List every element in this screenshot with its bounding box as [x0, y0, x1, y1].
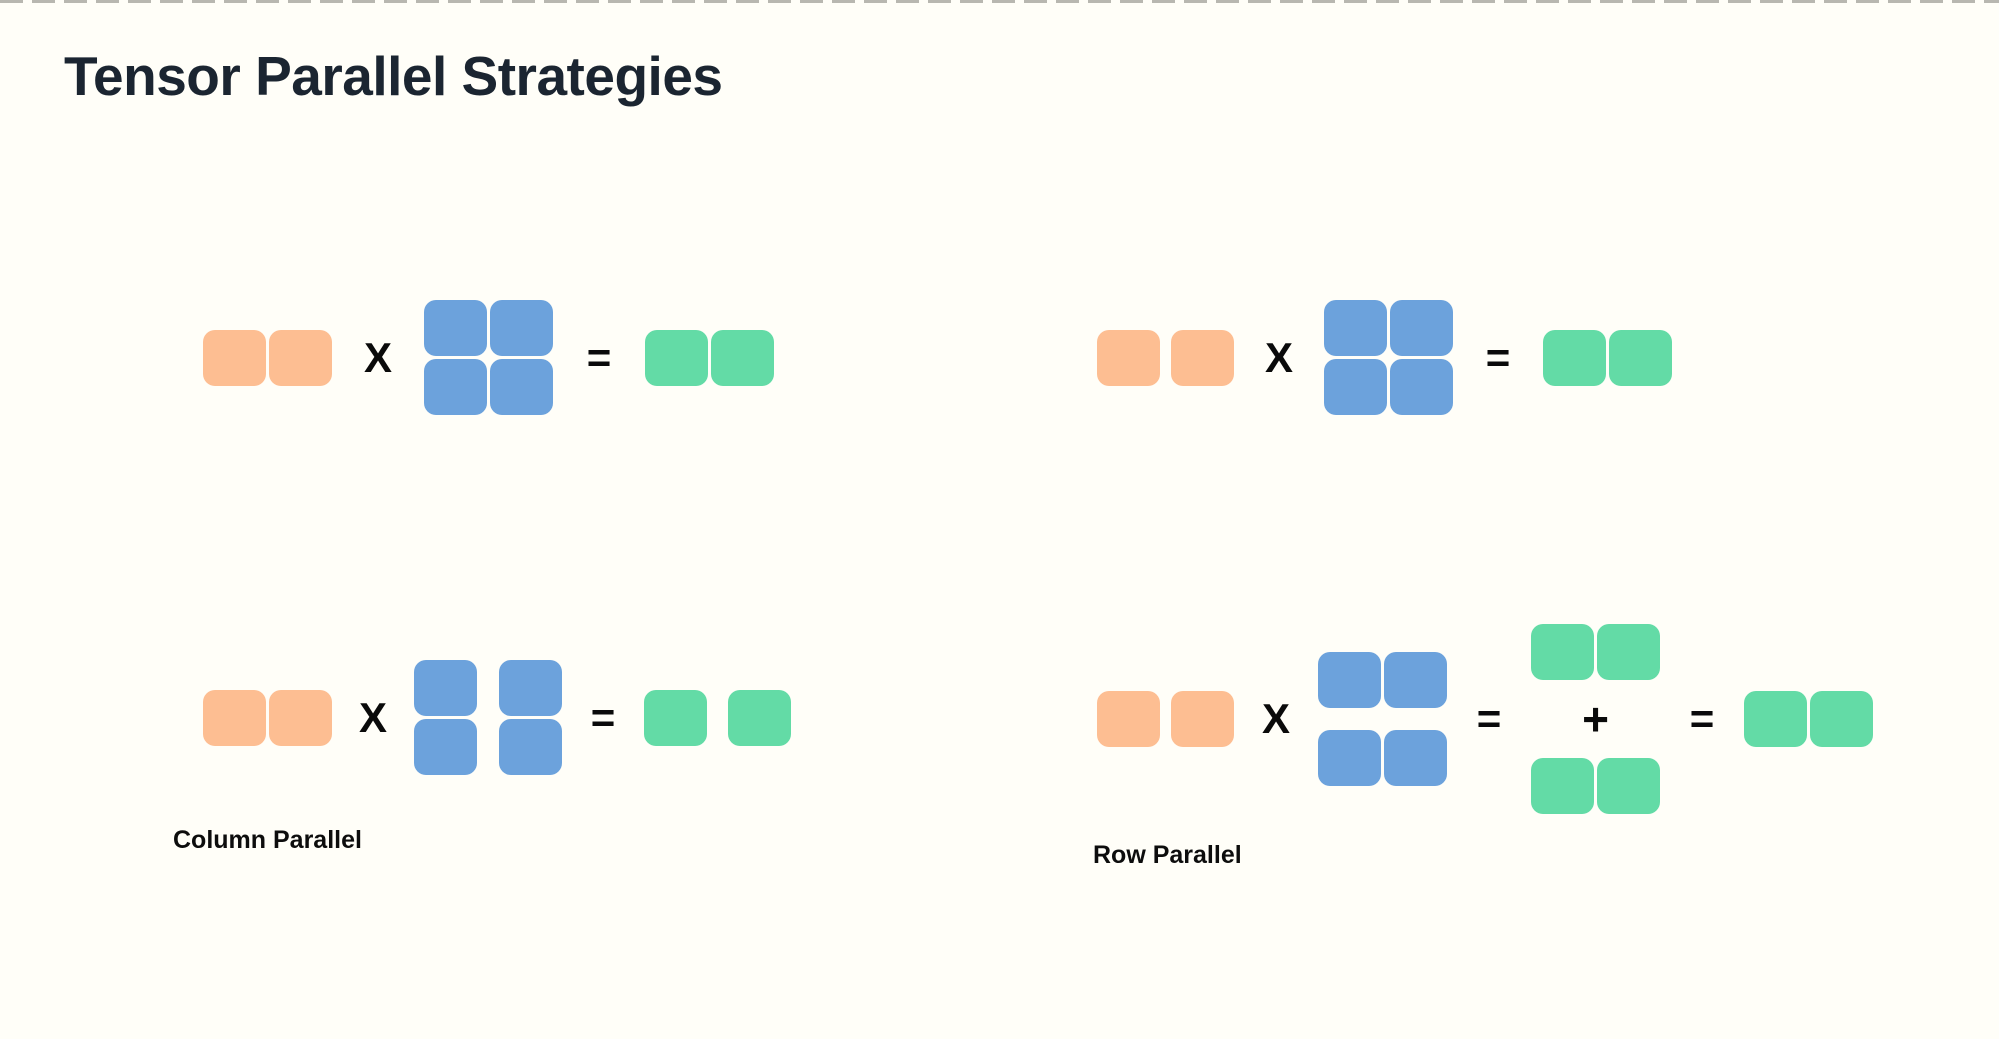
- input-block: [1097, 329, 1160, 386]
- diagram-full-matmul-right: X =: [1097, 300, 1672, 415]
- multiply-operator: X: [363, 333, 392, 381]
- weight-block: [490, 359, 553, 415]
- column-parallel-label: Column Parallel: [173, 826, 362, 854]
- input-vector: [1097, 691, 1234, 747]
- output-vector: [1744, 691, 1873, 747]
- multiply-operator: X: [358, 693, 387, 741]
- output-vector: [645, 329, 774, 386]
- input-block: [1171, 329, 1234, 386]
- partial-output-vector: [1531, 624, 1660, 680]
- equals-operator: =: [1689, 695, 1715, 742]
- weight-matrix: [424, 300, 553, 415]
- input-block: [1171, 691, 1234, 747]
- output-block: [728, 689, 791, 746]
- output-block: [1543, 329, 1606, 386]
- output-block: [645, 329, 708, 386]
- weight-block: [424, 359, 487, 415]
- input-block: [269, 329, 332, 386]
- weight-block: [499, 719, 562, 775]
- output-vector-split: [644, 689, 791, 746]
- weight-block: [490, 300, 553, 356]
- weight-block: [1384, 730, 1447, 786]
- input-block: [203, 689, 266, 746]
- equals-operator: =: [1476, 695, 1502, 742]
- output-vector: [1543, 329, 1672, 386]
- partial-output-vector: [1531, 758, 1660, 814]
- output-block: [1609, 329, 1672, 386]
- weight-block: [1324, 300, 1387, 356]
- weight-block: [1384, 652, 1447, 708]
- input-vector: [1097, 329, 1234, 386]
- weight-block: [1318, 652, 1381, 708]
- weight-block: [424, 300, 487, 356]
- weight-matrix: [1324, 300, 1453, 415]
- weight-matrix-row-split: [1318, 652, 1447, 786]
- diagram-full-matmul-left: X =: [203, 300, 774, 415]
- equals-operator: =: [1485, 333, 1511, 381]
- output-block: [1744, 691, 1807, 747]
- weight-block: [414, 719, 477, 775]
- equals-operator: =: [590, 693, 616, 741]
- plus-operator: +: [1582, 693, 1609, 745]
- partial-sum-stack: +: [1531, 624, 1660, 814]
- weight-block: [414, 660, 477, 716]
- diagram-row-parallel: X = + =: [1097, 624, 1873, 814]
- input-block: [203, 329, 266, 386]
- input-block: [269, 689, 332, 746]
- equals-operator: =: [586, 333, 612, 381]
- output-block: [1531, 758, 1594, 814]
- weight-block: [1324, 359, 1387, 415]
- input-vector: [203, 689, 332, 746]
- weight-block: [499, 660, 562, 716]
- output-block: [1810, 691, 1873, 747]
- weight-matrix-column-split: [414, 660, 562, 775]
- multiply-operator: X: [1261, 695, 1290, 742]
- diagram-column-parallel: X =: [203, 660, 791, 775]
- top-dashed-border: [0, 0, 1999, 3]
- output-block: [1597, 758, 1660, 814]
- weight-block: [1390, 300, 1453, 356]
- weight-block: [1318, 730, 1381, 786]
- input-block: [1097, 691, 1160, 747]
- input-vector: [203, 329, 332, 386]
- output-block: [1531, 624, 1594, 680]
- output-block: [644, 689, 707, 746]
- weight-block: [1390, 359, 1453, 415]
- multiply-operator: X: [1264, 333, 1293, 381]
- output-block: [711, 329, 774, 386]
- page-title: Tensor Parallel Strategies: [64, 45, 723, 107]
- output-block: [1597, 624, 1660, 680]
- row-parallel-label: Row Parallel: [1093, 841, 1242, 869]
